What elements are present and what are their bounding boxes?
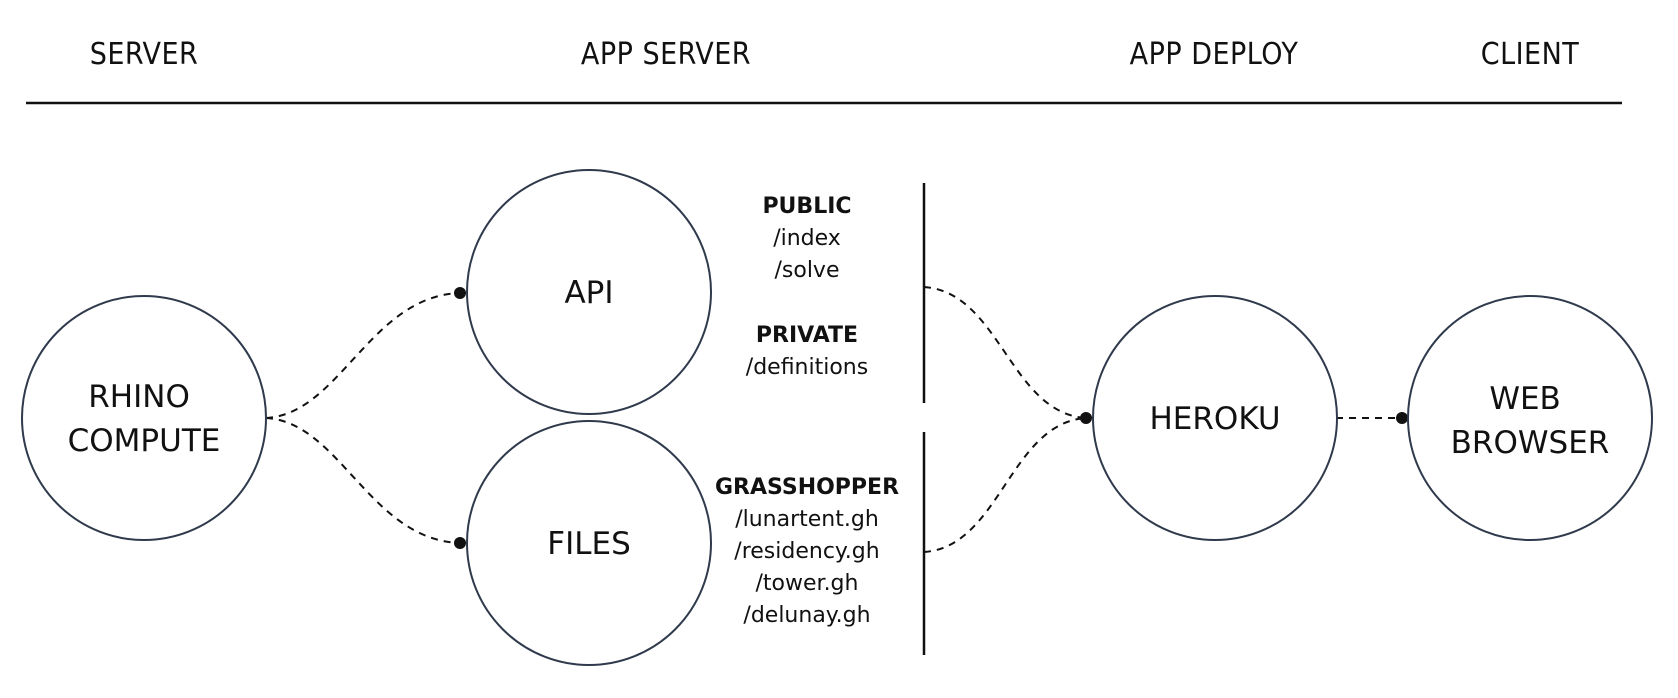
node-api: API xyxy=(466,169,712,415)
api-label: API xyxy=(564,275,613,311)
api-endpoints: PUBLIC /index /solve PRIVATE /definition… xyxy=(746,194,868,380)
node-heroku: HEROKU xyxy=(1092,295,1338,541)
public-endpoint-item: /solve xyxy=(774,258,839,283)
column-headers: SERVER APP SERVER APP DEPLOY CLIENT xyxy=(90,37,1580,72)
web-browser-circle xyxy=(1407,295,1653,541)
node-files: FILES xyxy=(466,420,712,666)
header-app-server: APP SERVER xyxy=(581,37,751,72)
api-circle xyxy=(466,169,712,415)
grasshopper-files: GRASSHOPPER /lunartent.gh /residency.gh … xyxy=(715,475,899,628)
rhino-compute-label-line-1: RHINO xyxy=(88,379,190,415)
private-heading: PRIVATE xyxy=(756,323,858,348)
files-circle xyxy=(466,420,712,666)
connector-api-to-heroku xyxy=(923,286,1087,419)
heroku-circle xyxy=(1092,295,1338,541)
dot-files-input xyxy=(454,537,466,549)
rhino-compute-label: RHINO COMPUTE xyxy=(68,379,221,459)
web-browser-label-line-1: WEB xyxy=(1489,381,1561,417)
header-app-deploy: APP DEPLOY xyxy=(1130,37,1299,72)
dot-browser-input xyxy=(1396,412,1408,424)
public-endpoint-item: /index xyxy=(773,226,841,251)
grasshopper-file-item: /delunay.gh xyxy=(743,603,870,628)
grasshopper-file-item: /lunartent.gh xyxy=(735,507,879,532)
node-web-browser: WEB BROWSER xyxy=(1407,295,1653,541)
header-server: SERVER xyxy=(90,37,199,72)
heroku-label: HEROKU xyxy=(1149,401,1280,437)
node-rhino-compute: RHINO COMPUTE xyxy=(21,295,267,541)
files-label: FILES xyxy=(547,526,631,562)
rhino-compute-circle xyxy=(21,295,267,541)
connectors xyxy=(265,286,1402,553)
grasshopper-file-item: /tower.gh xyxy=(756,571,859,596)
connector-dots xyxy=(454,287,1408,549)
web-browser-label: WEB BROWSER xyxy=(1451,381,1610,461)
private-endpoint-item: /definitions xyxy=(746,355,868,380)
connector-rhino-to-api xyxy=(265,292,461,419)
web-browser-label-line-2: BROWSER xyxy=(1451,425,1610,461)
dot-heroku-input xyxy=(1080,412,1092,424)
header-client: CLIENT xyxy=(1481,37,1580,72)
grasshopper-heading: GRASSHOPPER xyxy=(715,475,899,500)
public-heading: PUBLIC xyxy=(762,194,851,219)
rhino-compute-label-line-2: COMPUTE xyxy=(68,423,221,459)
connector-files-to-heroku xyxy=(923,417,1087,553)
grasshopper-file-item: /residency.gh xyxy=(734,539,879,564)
connector-rhino-to-files xyxy=(265,417,461,544)
dot-api-input xyxy=(454,287,466,299)
